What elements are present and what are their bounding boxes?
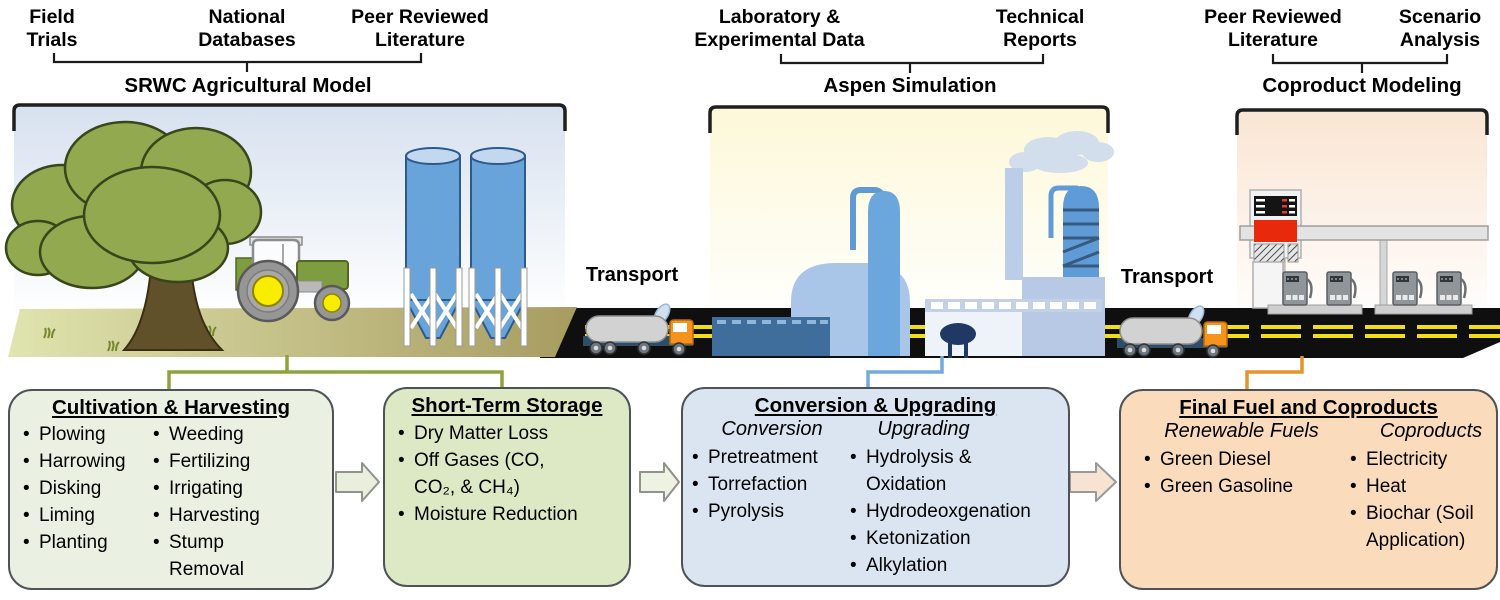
list-item: Plowing	[22, 421, 152, 448]
source-label-field-trials: Field Trials	[26, 6, 78, 51]
box-short-term-storage: Short-Term Storage Dry Matter Loss Off G…	[383, 387, 631, 587]
pump-vessel	[940, 323, 976, 358]
cultivation-list-1: Plowing Harrowing Disking Liming Plantin…	[22, 421, 152, 556]
list-item: Liming	[22, 502, 152, 529]
list-item: Fertilizing	[152, 448, 270, 475]
source-label-scenario-analysis: Scenario Analysis	[1398, 6, 1482, 51]
list-item: Moisture Reduction	[397, 501, 622, 528]
box-conversion-upgrading: Conversion & Upgrading Conversion Upgrad…	[681, 387, 1070, 587]
model-title-aspen: Aspen Simulation	[823, 74, 997, 97]
source-label-peer-reviewed-1: Peer Reviewed Literature	[351, 6, 489, 51]
list-item: Alkylation	[849, 552, 1064, 579]
arrow-icon	[335, 462, 380, 502]
list-item: Off Gases (CO, CO₂, & CH₄)	[397, 447, 622, 501]
list-item: Hydrolysis & Oxidation	[849, 444, 1064, 498]
list-item: Pyrolysis	[691, 498, 856, 525]
scene-frames	[12, 103, 1489, 135]
sources-bracket-aspen	[779, 54, 1045, 73]
smoke-icon	[1009, 131, 1114, 173]
storage-list: Dry Matter Loss Off Gases (CO, CO₂, & CH…	[397, 420, 622, 528]
station-scene-frame	[1235, 108, 1489, 135]
upgrading-column-header: Upgrading	[877, 418, 970, 440]
coproducts-list: Electricity Heat Biochar (Soil Applicati…	[1349, 446, 1494, 554]
upgrading-list: Hydrolysis & Oxidation Hydrodeoxgenation…	[849, 444, 1064, 579]
refinery-scene-frame	[708, 105, 1110, 133]
tractor-icon	[235, 236, 351, 323]
model-title-srwc: SRWC Agricultural Model	[124, 74, 372, 97]
list-item: Harvesting	[152, 502, 270, 529]
coproducts-column-header: Coproducts	[1379, 420, 1483, 442]
list-item: Disking	[22, 475, 152, 502]
sources-bracket-coproduct	[1271, 54, 1449, 73]
reactor-column	[868, 191, 900, 356]
agricultural-connector	[167, 355, 504, 389]
cultivation-list-2: Weeding Fertilizing Irrigating Harvestin…	[152, 421, 270, 583]
arrow-icon	[1069, 462, 1117, 502]
list-item: Ketonization	[849, 525, 1064, 552]
source-label-technical-reports: Technical Reports	[995, 6, 1085, 51]
transport-label-1: Transport	[585, 264, 679, 286]
box-title: Conversion & Upgrading	[754, 394, 997, 417]
list-item: Heat	[1349, 473, 1494, 500]
box-title: Cultivation & Harvesting	[51, 396, 291, 419]
list-item: Harrowing	[22, 448, 152, 475]
gas-station-icon	[1239, 189, 1489, 315]
list-item: Stump Removal	[152, 529, 270, 583]
list-item: Irrigating	[152, 475, 270, 502]
kiosk	[1252, 261, 1284, 309]
road-lines	[585, 325, 1500, 338]
renewable-fuels-column-header: Renewable Fuels	[1164, 420, 1319, 442]
list-item: Planting	[22, 529, 152, 556]
box-cultivation-harvesting: Cultivation & Harvesting Plowing Harrowi…	[8, 389, 334, 590]
conversion-connector	[866, 356, 944, 389]
list-item: Green Diesel	[1143, 446, 1338, 473]
sources-bracket-agricultural	[52, 53, 423, 72]
canopy	[1239, 225, 1489, 241]
renewable-fuels-list: Green Diesel Green Gasoline	[1143, 446, 1338, 500]
arrow-icon	[639, 462, 680, 502]
refinery-icon	[712, 131, 1114, 358]
list-item: Weeding	[152, 421, 270, 448]
process-building	[1022, 277, 1105, 356]
tree-icon	[4, 120, 263, 351]
list-item: Dry Matter Loss	[397, 420, 622, 447]
list-item: Pretreatment	[691, 444, 856, 471]
source-label-lab-data: Laboratory & Experimental Data	[694, 6, 865, 51]
conversion-column-header: Conversion	[721, 418, 823, 440]
model-title-coproduct: Coproduct Modeling	[1262, 74, 1462, 97]
farm-scene-frame	[12, 103, 567, 131]
box-final-fuel-coproducts: Final Fuel and Coproducts Renewable Fuel…	[1119, 389, 1498, 590]
smokestack	[1005, 168, 1023, 280]
list-item: Electricity	[1349, 446, 1494, 473]
box-title: Final Fuel and Coproducts	[1179, 396, 1438, 419]
source-label-peer-reviewed-2: Peer Reviewed Literature	[1204, 6, 1342, 51]
source-label-national-databases: National Databases	[198, 6, 296, 51]
coproduct-connector	[1245, 356, 1304, 390]
list-item: Green Gasoline	[1143, 473, 1338, 500]
conversion-list: Pretreatment Torrefaction Pyrolysis	[691, 444, 856, 525]
box-title: Short-Term Storage	[411, 394, 603, 417]
transport-label-2: Transport	[1120, 266, 1214, 288]
list-item: Biochar (Soil Application)	[1349, 500, 1494, 554]
list-item: Hydrodeoxgenation	[849, 498, 1064, 525]
list-item: Torrefaction	[691, 471, 856, 498]
